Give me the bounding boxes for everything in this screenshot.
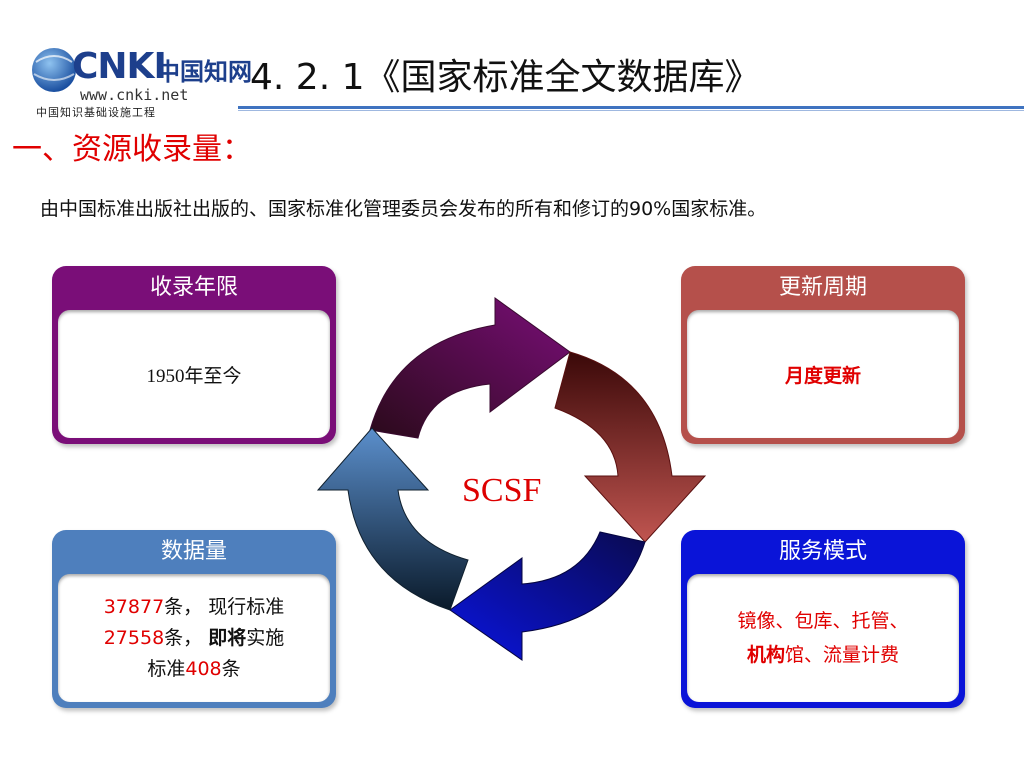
count-unit: 条，	[164, 626, 203, 649]
current-standards-label: 现行标准	[208, 595, 285, 618]
upcoming-standards-count: 27558	[103, 626, 165, 649]
update-cycle-content: 月度更新	[687, 310, 959, 438]
service-mode-line-2: 机构馆、流量计费	[737, 638, 908, 672]
service-mode-box: 服务模式 镜像、包库、托管、 机构馆、流量计费	[681, 530, 965, 708]
service-mode-institution-bold: 机构	[746, 644, 785, 666]
data-volume-line-1: 37877条， 现行标准	[104, 592, 285, 623]
update-cycle-header: 更新周期	[778, 275, 867, 300]
logo-url-text: www.cnki.net	[80, 86, 189, 104]
cnki-logo: CNKI 中国知网 www.cnki.net 中国知识基础设施工程	[28, 40, 252, 122]
coverage-start-year: 1950	[146, 365, 185, 387]
service-mode-header: 服务模式	[778, 539, 867, 564]
description-text: 由中国标准出版社出版的、国家标准化管理委员会发布的所有和修订的90%国家标准。	[40, 198, 767, 220]
standards-label: 标准	[147, 657, 186, 680]
coverage-years-header: 收录年限	[149, 275, 238, 300]
logo-brand-text: CNKI	[72, 46, 167, 87]
title-divider-thin	[238, 110, 1024, 111]
arrow-blue	[449, 531, 646, 661]
slide-title: 4. 2. 1《国家标准全文数据库》	[250, 57, 761, 98]
update-cycle-value: 月度更新	[784, 364, 861, 387]
data-volume-header: 数据量	[160, 539, 227, 564]
count-unit: 条	[221, 657, 241, 680]
arrow-red	[554, 351, 707, 543]
cycle-diagram	[316, 297, 707, 661]
title-divider	[238, 106, 1024, 109]
data-volume-line-2: 27558条， 即将实施	[104, 623, 285, 654]
cycle-center-label: SCSF	[462, 472, 542, 509]
logo-chinese-text: 中国知网	[156, 58, 252, 86]
service-mode-line-2-rest: 馆、流量计费	[784, 644, 899, 666]
service-mode-content: 镜像、包库、托管、 机构馆、流量计费	[687, 574, 959, 702]
coverage-years-box: 收录年限 1950年至今	[52, 266, 336, 444]
upcoming-label-bold: 即将	[208, 626, 247, 649]
data-volume-line-3: 标准408条	[104, 654, 285, 685]
arrow-purple	[369, 297, 571, 439]
current-standards-count: 37877	[103, 595, 165, 618]
logo-subtitle-text: 中国知识基础设施工程	[36, 106, 156, 119]
upcoming-standards-label: 实施	[246, 626, 285, 649]
other-standards-count: 408	[185, 657, 222, 680]
data-volume-content: 37877条， 现行标准 27558条， 即将实施 标准408条	[58, 574, 330, 702]
service-mode-line-1: 镜像、包库、托管、	[737, 610, 909, 632]
section-heading: 一、资源收录量：	[12, 132, 252, 167]
coverage-years-suffix: 年至今	[184, 364, 242, 387]
data-volume-box: 数据量 37877条， 现行标准 27558条， 即将实施 标准408条	[52, 530, 336, 708]
arrow-steel	[316, 427, 469, 611]
coverage-years-content: 1950年至今	[58, 310, 330, 438]
update-cycle-box: 更新周期 月度更新	[681, 266, 965, 444]
cnki-logo-mark	[32, 48, 76, 92]
count-unit: 条，	[164, 595, 203, 618]
